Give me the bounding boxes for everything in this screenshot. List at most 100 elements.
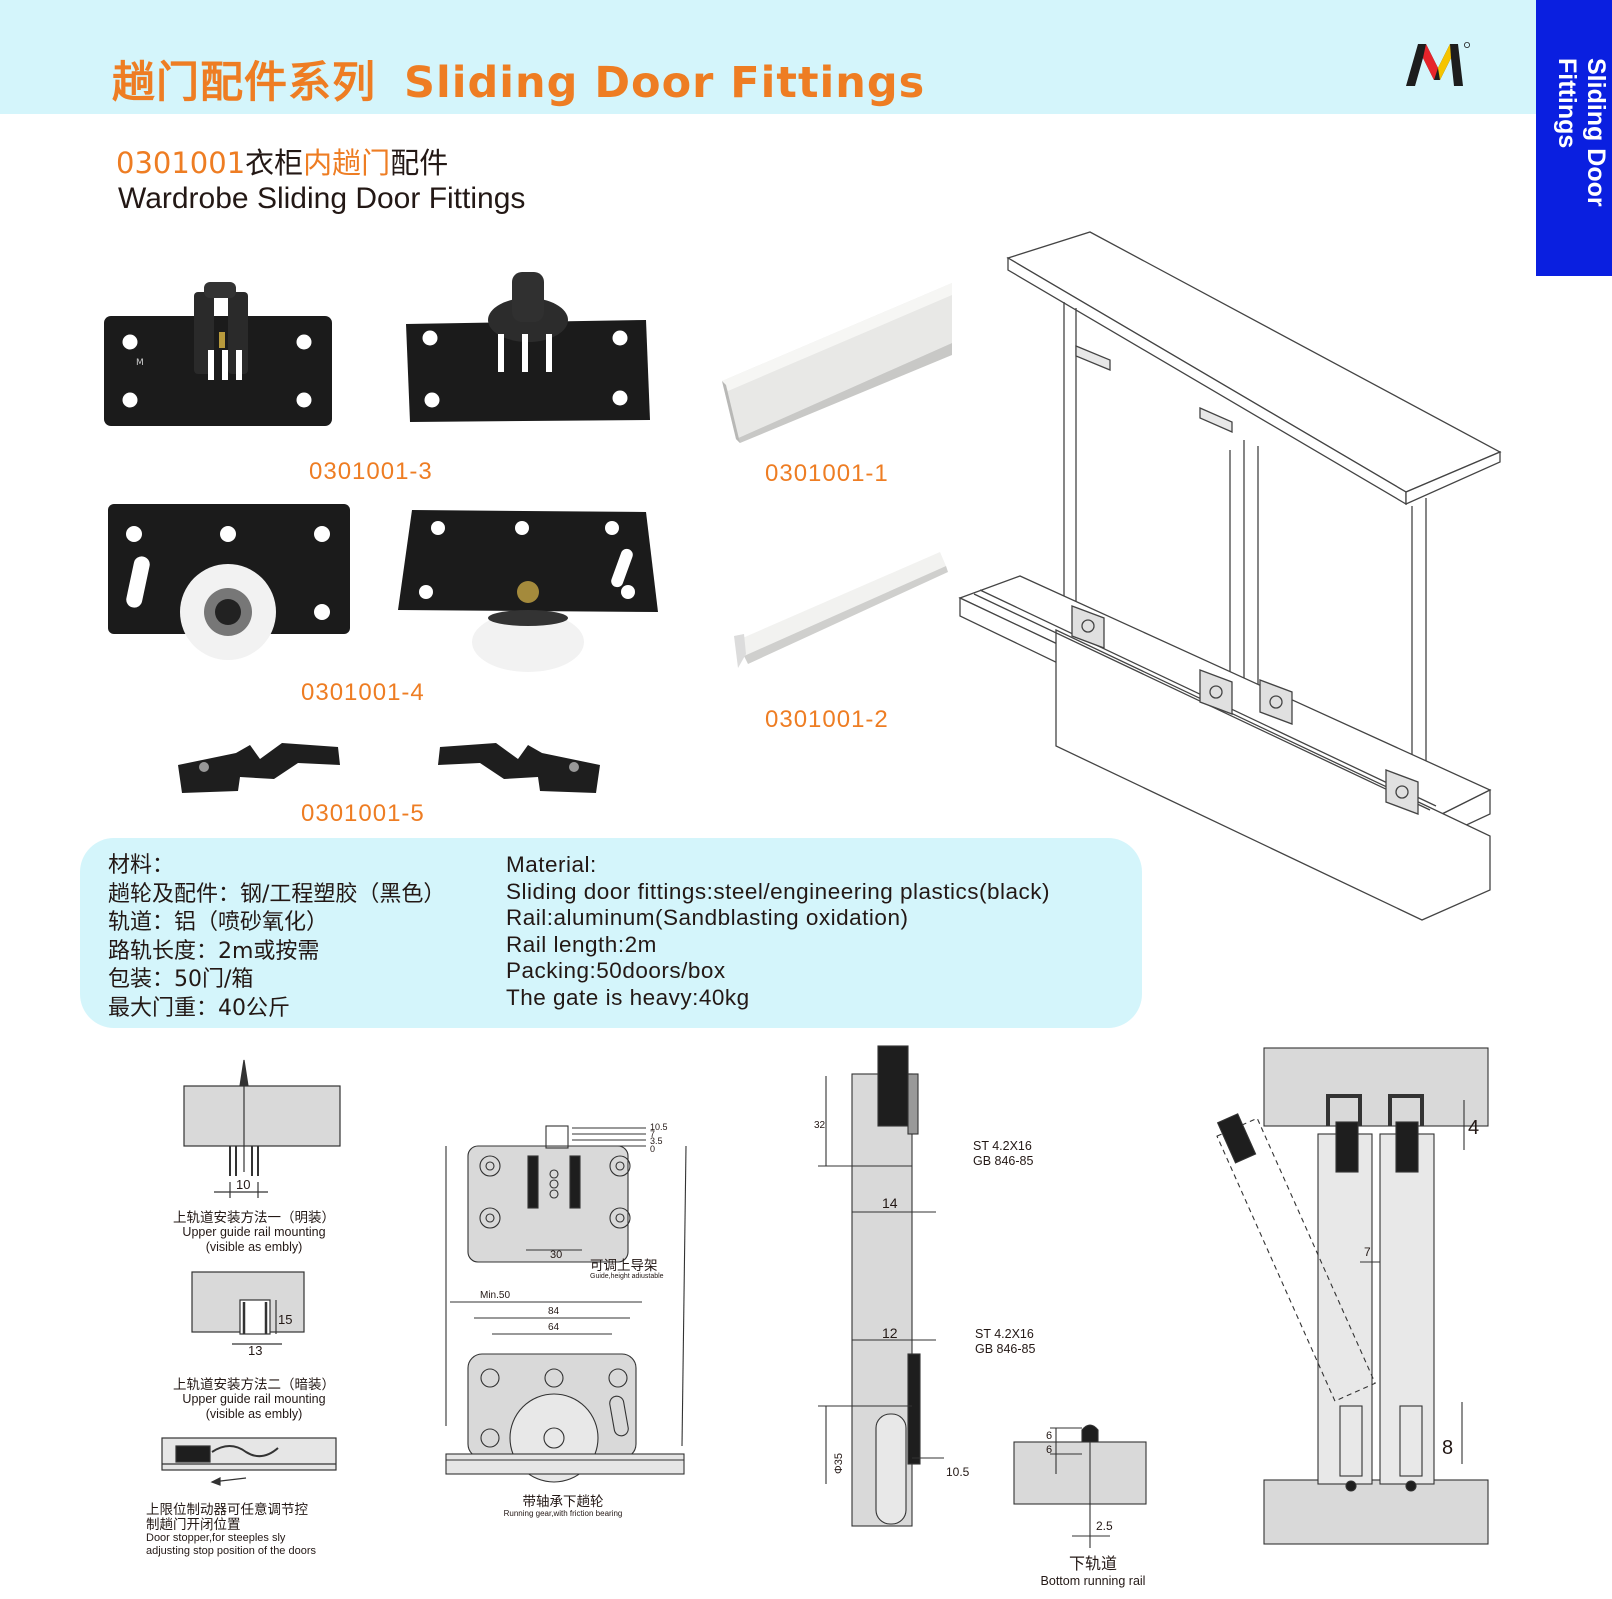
side-tab[interactable]: [1536, 0, 1612, 276]
spec-zh-line: 包装：50门/箱: [108, 967, 254, 993]
guide-d30: 30: [550, 1249, 562, 1261]
part-5-code: 0301001-5: [301, 800, 425, 827]
gear-d64: 64: [548, 1322, 560, 1333]
door-stopper-diagram: [161, 1437, 337, 1486]
gear-zh: 带轴承下趟轮: [522, 1494, 604, 1509]
part-2-code: 0301001-2: [765, 706, 889, 733]
stopper-en2: adjusting stop position of the doors: [146, 1545, 317, 1557]
gear-min: Min.50: [480, 1290, 510, 1301]
install-d7: 7: [1364, 1245, 1371, 1259]
guide-d0: 0: [650, 1144, 655, 1154]
spec-zh-line: 材料：: [108, 853, 175, 878]
screw2b: GB 846-85: [975, 1342, 1036, 1356]
install-d4: 4: [1468, 1117, 1479, 1139]
spec-en-line: Material:: [506, 852, 597, 877]
guide-en: Guide,height adiustable: [590, 1273, 664, 1280]
part-5-photo-left: [178, 743, 340, 793]
spec-zh-line: 最大门重：40公斤: [108, 995, 290, 1021]
guide-d35: 3.5: [650, 1136, 663, 1146]
product-name-a: 衣柜: [245, 146, 304, 180]
rail-d6b: 6: [1046, 1444, 1052, 1456]
part-3-code: 0301001-3: [309, 458, 433, 485]
specs-zh: 材料： 趟轮及配件：钢/工程塑胶（黑色） 轨道：铝（喷砂氧化） 路轨长度：2m或…: [108, 852, 445, 1024]
part-1-rail-photo: [722, 283, 952, 443]
running-gear-diagram: Min.50 84 64: [445, 1290, 685, 1483]
gear-en: Running gear,with friction bearing: [503, 1509, 623, 1518]
spec-en-line: Rail:aluminum(Sandblasting oxidation): [506, 905, 909, 930]
brand-logo: [1406, 42, 1471, 86]
mount1-zh: 上轨道安装方法一（明装）: [173, 1210, 335, 1225]
product-heading-en: Wardrobe Sliding Door Fittings: [118, 182, 526, 215]
spec-en-line: The gate is heavy:40kg: [506, 984, 750, 1010]
rail-en: Bottom running rail: [1040, 1574, 1146, 1588]
spec-zh-line: 趟轮及配件：钢/工程塑胶（黑色）: [108, 881, 446, 907]
spec-zh-line: 路轨长度：2m或按需: [108, 938, 320, 964]
part-2-rail-photo: [734, 552, 948, 668]
side-tab-line-1: Sliding Door: [1582, 58, 1610, 207]
door-stopper-caption: 上限位制动器可任意调节控 制趟门开闭位置 Door stopper,for st…: [146, 1502, 316, 1558]
mount-method-2-caption: 上轨道安装方法二（暗装） Upper guide rail mounting (…: [144, 1377, 364, 1422]
door-section-diagram: 32 14 12 Φ35 10.5: [814, 1045, 970, 1527]
screw1a: ST 4.2X16: [973, 1139, 1032, 1153]
install-d8: 8: [1442, 1437, 1453, 1459]
screw2a: ST 4.2X16: [975, 1327, 1034, 1341]
screw1b: GB 846-85: [973, 1154, 1034, 1168]
product-code: 0301001: [116, 146, 246, 180]
title-en: Sliding Door Fittings: [404, 58, 926, 108]
mount2-dim-h: 15: [278, 1312, 292, 1327]
product-name-b: 内趟门: [303, 146, 391, 180]
part-5-photo-right: [438, 743, 600, 793]
rail-zh: 下轨道: [1068, 1556, 1117, 1573]
gear-d84: 84: [548, 1306, 560, 1317]
stopper-zh2: 制趟门开闭位置: [146, 1517, 241, 1532]
product-heading-zh: 0301001衣柜内趟门配件: [116, 140, 448, 182]
part-4-code: 0301001-4: [301, 679, 425, 706]
part-3-photo-flat: M: [104, 282, 332, 426]
guide-d105: 10.5: [650, 1122, 668, 1132]
mount2-en2: (visible as embly): [205, 1407, 303, 1421]
part-4-photo-angled: [398, 510, 658, 672]
title-zh: 趟门配件系列: [112, 58, 376, 108]
wardrobe-isometric-diagram: [958, 231, 1502, 921]
page-title: 趟门配件系列 Sliding Door Fittings: [112, 48, 925, 110]
screw-label-1: ST 4.2X16 GB 846-85: [973, 1139, 1033, 1169]
side-tab-label: Sliding Door Fittings: [1552, 58, 1610, 207]
spec-en-line: Packing:50doors/box: [506, 958, 726, 983]
spec-zh-line: 轨道：铝（喷砂氧化）: [108, 910, 329, 936]
mount2-en1: Upper guide rail mounting: [182, 1392, 326, 1406]
mount1-en2: (visible as embly): [205, 1240, 303, 1254]
spec-en-line: Sliding door fittings:steel/engineering …: [506, 878, 1051, 904]
part-1-code: 0301001-1: [765, 460, 889, 487]
guide-d7: 7: [650, 1129, 655, 1139]
mount1-en1: Upper guide rail mounting: [182, 1225, 326, 1239]
part-3-photo-bolt: [406, 272, 650, 422]
rail-d6a: 6: [1046, 1430, 1052, 1442]
section-d32: 32: [814, 1120, 826, 1131]
rail-d25: 2.5: [1096, 1519, 1113, 1533]
stopper-en1: Door stopper,for steeples sly: [146, 1532, 286, 1544]
specs-en: Material: Sliding door fittings:steel/en…: [506, 852, 1050, 1011]
bottom-rail-caption: 下轨道 Bottom running rail: [1028, 1556, 1158, 1589]
section-d12: 12: [882, 1325, 898, 1341]
part-4-photo-front: [108, 504, 350, 660]
side-tab-line-2: Fittings: [1553, 58, 1581, 149]
screw-label-2: ST 4.2X16 GB 846-85: [975, 1327, 1035, 1357]
mount2-zh: 上轨道安装方法二（暗装）: [173, 1377, 335, 1392]
product-name-c: 配件: [390, 146, 449, 180]
mount1-dim: 10: [236, 1177, 250, 1192]
specs-panel: [80, 838, 1142, 1028]
mount-method-2-diagram: 13 15: [191, 1271, 305, 1358]
upper-guide-diagram: 30 10.5 7 3.5 0: [445, 1122, 687, 1447]
section-d14: 14: [882, 1195, 898, 1211]
upper-guide-caption: 可调上导架 Guide,height adiustable: [590, 1258, 664, 1281]
spec-en-line: Rail length:2m: [506, 931, 657, 957]
mount-method-1-diagram: 10: [183, 1059, 341, 1198]
running-gear-caption: 带轴承下趟轮 Running gear,with friction bearin…: [488, 1494, 638, 1519]
installation-diagram: 4 7 8: [1216, 1047, 1489, 1545]
mount2-dim-w: 13: [248, 1343, 262, 1358]
mount-method-1-caption: 上轨道安装方法一（明装） Upper guide rail mounting (…: [144, 1210, 364, 1255]
section-d35: Φ35: [833, 1453, 845, 1474]
stopper-zh1: 上限位制动器可任意调节控: [146, 1502, 308, 1517]
svg-text:M: M: [136, 358, 144, 368]
header-band: [0, 0, 1536, 114]
